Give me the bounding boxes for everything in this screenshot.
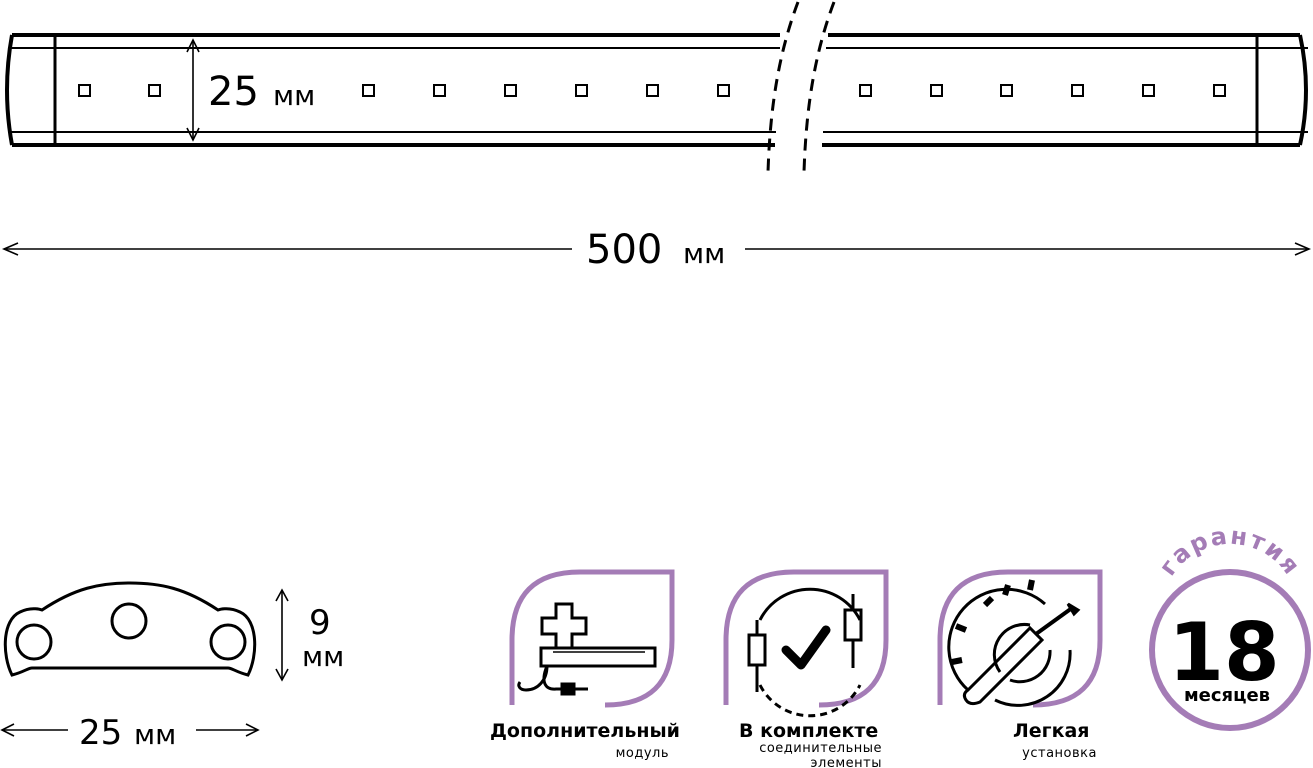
profile-width-value: 25: [79, 713, 122, 753]
strip-inner-rails: [8, 47, 1308, 133]
profile-width-dimension: [0, 723, 260, 737]
warranty-value: 18: [1168, 606, 1279, 699]
profile-hole-center: [110, 602, 148, 640]
led-chip: [1000, 84, 1013, 97]
feature-subtitle: модуль: [616, 746, 669, 761]
feature-subtitle-line1: соединительные: [759, 741, 882, 756]
feature-subtitle: установка: [1022, 746, 1097, 761]
led-row: [78, 84, 1226, 97]
feature-title: В комплекте: [739, 720, 878, 742]
gear-screwdriver-icon: [947, 579, 1081, 707]
break-mark: [802, 1, 836, 173]
strip-length-unit: мм: [683, 237, 725, 270]
strip-length-value: 500: [586, 227, 662, 273]
warranty-circle: [1149, 569, 1311, 731]
feature-extension-module: Дополнительный модуль: [490, 569, 680, 761]
feature-connectors-included: В комплекте соединительные элементы: [723, 569, 889, 768]
profile-height-dimension: [275, 588, 289, 682]
led-chip: [575, 84, 588, 97]
connector-check-icon: [747, 587, 863, 718]
profile-hole-left: [15, 623, 53, 661]
led-chip: [1142, 84, 1155, 97]
feature-frame: [723, 569, 889, 708]
strip-length-dimension: [1, 242, 1312, 256]
led-chip: [1213, 84, 1226, 97]
break-mark: [766, 1, 800, 173]
led-chip: [362, 84, 375, 97]
feature-frame: [509, 569, 675, 708]
profile-width-unit: мм: [134, 718, 176, 751]
feature-title: Дополнительный: [490, 720, 680, 742]
feature-title: Легкая: [1013, 720, 1090, 742]
led-chip: [859, 84, 872, 97]
feature-subtitle-line2: элементы: [810, 756, 882, 768]
led-chip: [646, 84, 659, 97]
profile-cross-section: [3, 581, 257, 677]
profile-height-value: 9: [309, 603, 331, 643]
led-chip: [504, 84, 517, 97]
led-strip: [5, 1, 1308, 173]
warranty-unit: месяцев: [1184, 685, 1270, 706]
profile-height-unit: мм: [302, 640, 344, 673]
strip-height-dimension: [186, 38, 200, 142]
led-chip: [930, 84, 943, 97]
extension-module-icon: [517, 602, 657, 696]
strip-body-left: [5, 33, 780, 147]
strip-height-unit: мм: [273, 79, 315, 112]
led-chip: [1071, 84, 1084, 97]
feature-frame: [937, 569, 1103, 708]
profile-outline: [3, 581, 257, 677]
profile-hole-right: [209, 623, 247, 661]
led-chip: [78, 84, 91, 97]
warranty-badge: гарантия 18 месяцев: [1149, 522, 1311, 731]
led-chip: [433, 84, 446, 97]
strip-body-right: [822, 33, 1308, 147]
led-chip: [148, 84, 161, 97]
led-chip: [717, 84, 730, 97]
feature-easy-installation: Легкая установка: [937, 569, 1103, 761]
strip-height-value: 25: [208, 69, 259, 115]
